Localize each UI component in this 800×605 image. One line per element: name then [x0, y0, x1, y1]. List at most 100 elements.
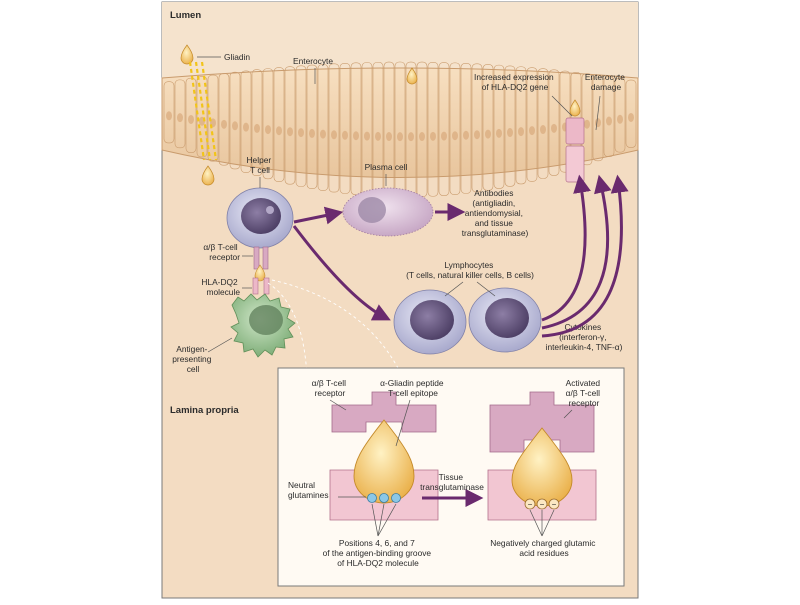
enterocyte-nucleus [452, 131, 458, 141]
enterocyte-nucleus [507, 128, 513, 138]
cytokines-label: Cytokines (interferon-γ, interleukin-4, … [546, 322, 623, 352]
enterocyte-cell [526, 67, 538, 182]
enterocyte-nucleus [386, 132, 392, 142]
positions-label: Positions 4, 6, and 7 of the antigen-bin… [323, 538, 434, 568]
enterocyte-nucleus [298, 128, 304, 138]
celiac-diagram: Lumen Lamina propria Gliadin Enterocyte … [160, 0, 640, 600]
antigen-presenting-cell [230, 293, 296, 358]
enterocyte-nucleus [485, 129, 491, 139]
arrow-cytokine-1 [541, 174, 591, 322]
lumen-label: Lumen [170, 10, 201, 21]
enterocyte-nucleus [628, 112, 634, 122]
tcell-receptor-label: α/β T-cell receptor [203, 242, 240, 262]
enterocyte-cell [207, 74, 219, 162]
enterocyte-nucleus [606, 116, 612, 126]
enterocyte-nucleus [364, 131, 370, 141]
minus-sign: − [528, 500, 533, 509]
enterocyte-nucleus [397, 132, 403, 142]
inset-tcell-receptor-label: α/β T-cell receptor [312, 378, 349, 398]
enterocyte-cell [438, 62, 450, 196]
neutral-glutamines-label: Neutral glutamines [288, 480, 329, 500]
enterocyte-nucleus [243, 122, 249, 132]
enterocyte-nucleus [232, 121, 238, 131]
arrow-cytokine-2 [541, 174, 612, 330]
enterocyte-nucleus [474, 130, 480, 140]
enterocyte-nucleus [419, 132, 425, 142]
enterocyte-cell [251, 69, 263, 177]
enterocyte-nucleus [287, 127, 293, 137]
epithelium-layer [161, 67, 639, 178]
enterocyte-nucleus [441, 131, 447, 141]
enterocyte-nucleus [496, 128, 502, 138]
glutamic-acid-icon [524, 498, 536, 510]
enterocyte-cell [306, 64, 318, 189]
gliadin-droplets [180, 44, 581, 186]
enterocyte-nucleus [595, 118, 601, 128]
enterocyte-nucleus [309, 128, 315, 138]
enterocyte-nucleus [551, 123, 557, 133]
gliadin-droplet-icon [569, 99, 581, 117]
enterocyte-damage-label: Enterocyte damage [585, 72, 627, 92]
enterocyte-cell [317, 64, 329, 191]
enterocyte-cell [174, 79, 186, 149]
gliadin-label: Gliadin [224, 52, 250, 62]
enterocyte-cell [350, 62, 362, 195]
enterocyte-nucleus [265, 125, 271, 135]
enterocyte-cell [493, 64, 505, 189]
enterocyte-cell [196, 76, 208, 158]
transglutaminase-label: Tissue transglutaminase [420, 472, 484, 492]
enterocyte-nucleus [584, 119, 590, 129]
lamina-propria-label: Lamina propria [170, 405, 239, 416]
neutral-glutamine-icon [367, 493, 377, 503]
plasma-cell-label: Plasma cell [365, 162, 408, 172]
enterocyte-nucleus [617, 114, 623, 124]
enterocyte-cell [295, 65, 307, 187]
arrow-to-plasma [293, 206, 344, 225]
gliadin-droplet-icon [180, 44, 194, 65]
enterocyte-cell [284, 66, 296, 185]
gliadin-path [188, 61, 218, 161]
glutamic-acid-icon [548, 498, 560, 510]
pathway-arrows [292, 174, 629, 338]
enterocyte-cell [515, 66, 527, 185]
enterocyte-cell [592, 74, 604, 162]
enterocyte-cell [262, 68, 274, 180]
apc-label: Antigen- presenting cell [172, 344, 213, 374]
enterocyte-cell [482, 64, 494, 191]
receptor-complex [252, 246, 270, 295]
enterocyte-cell [460, 63, 472, 194]
hla-on-enterocyte [565, 117, 585, 183]
enterocyte-cell [163, 81, 175, 144]
enterocyte-nucleus [221, 119, 227, 129]
plasma-cell [342, 187, 434, 237]
lymphocyte-cell-2 [468, 287, 542, 353]
enterocyte-cell [339, 62, 351, 194]
enterocyte-cell [504, 65, 516, 187]
lymphocyte-cell-1 [393, 289, 467, 355]
hla-expression-label: Increased expression of HLA-DQ2 gene [474, 72, 556, 92]
lymphocytes-label: Lymphocytes (T cells, natural killer cel… [406, 260, 534, 280]
enterocyte-cell [603, 76, 615, 157]
enterocyte-cell [229, 71, 241, 170]
gliadin-droplet-icon [406, 67, 418, 85]
enterocyte-nucleus [540, 125, 546, 135]
arrow-to-lymphocytes [292, 225, 391, 321]
inset-right-complex: − − − [487, 391, 597, 521]
enterocyte-nucleus [529, 126, 535, 136]
enterocyte-cell [614, 78, 626, 153]
enterocyte-nucleus [320, 129, 326, 139]
arrow-cytokine-3 [541, 174, 629, 338]
enterocyte-nucleus [188, 114, 194, 124]
glutamic-acid-icon [536, 498, 548, 510]
enterocyte-cell [240, 70, 252, 173]
neutral-glutamine-icon [379, 493, 389, 503]
enterocyte-nucleus [276, 126, 282, 136]
inset-left-complex [329, 391, 439, 521]
enterocyte-nucleus [342, 130, 348, 140]
enterocyte-nucleus [353, 131, 359, 141]
enterocyte-cell [471, 63, 483, 193]
enterocyte-nucleus [463, 130, 469, 140]
enterocyte-cell [218, 73, 230, 166]
enterocyte-cell [328, 63, 340, 193]
enterocyte-nucleus [375, 131, 381, 141]
